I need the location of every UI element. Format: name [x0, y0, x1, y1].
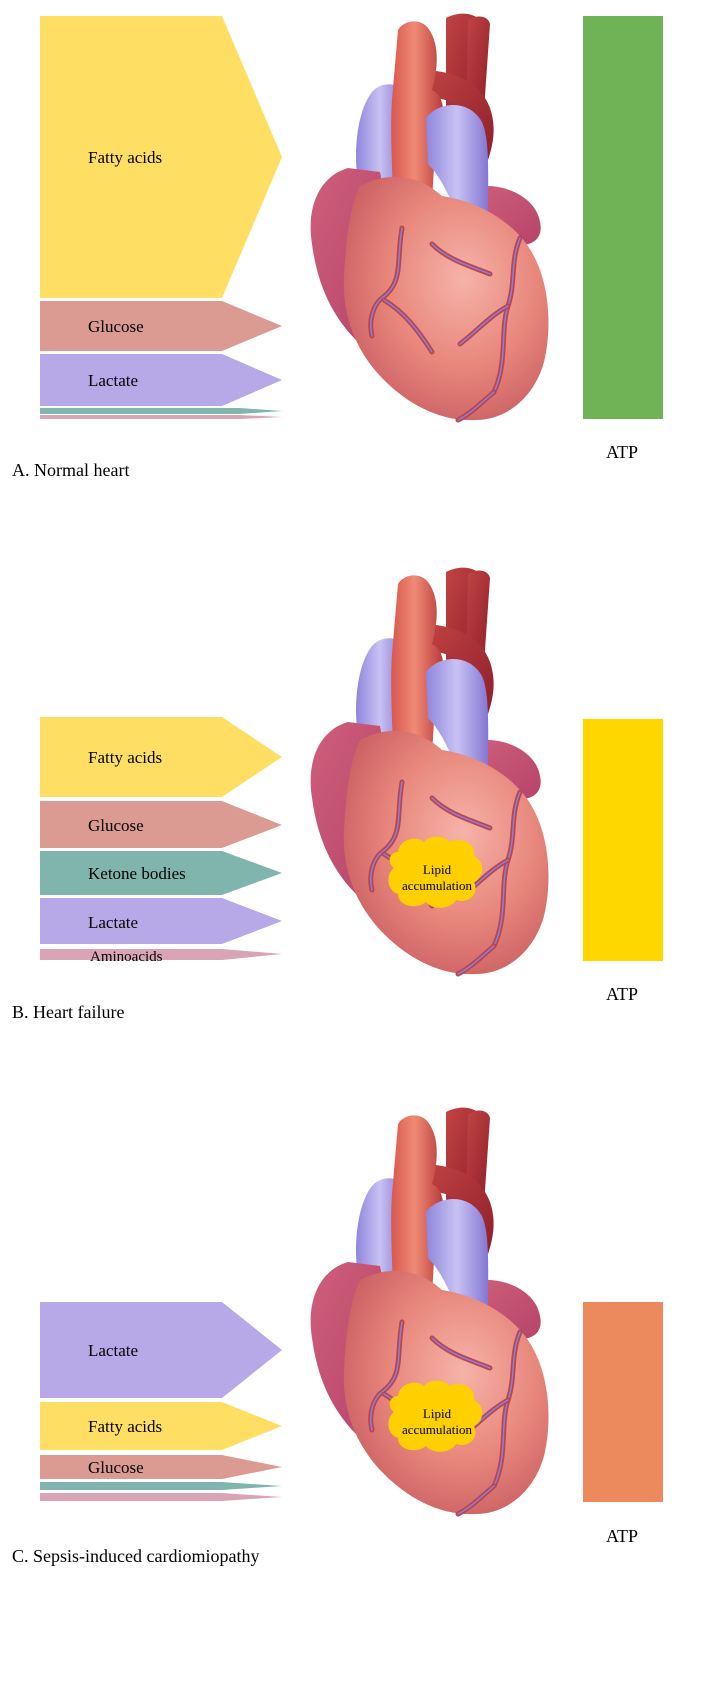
substrate-arrow [40, 1493, 282, 1501]
arrow-shape [40, 1493, 282, 1501]
substrate-label: Glucose [88, 1458, 144, 1477]
arrow-shape [40, 301, 282, 351]
substrate-arrow: Fatty acids [40, 1402, 282, 1450]
atp-bar [583, 1302, 663, 1502]
panel-caption: A. Normal heart [12, 460, 129, 480]
substrate-label: Glucose [88, 816, 144, 835]
heart-illustration [311, 1108, 549, 1515]
arrow-shape [40, 1302, 282, 1398]
substrate-label: Lactate [88, 371, 138, 390]
substrate-arrows: Lactate Fatty acids Glucose [40, 1302, 282, 1501]
substrate-label: Fatty acids [88, 148, 162, 167]
atp-bar [583, 16, 663, 419]
substrate-arrow: Lactate [40, 1302, 282, 1398]
substrate-arrow: Lactate [40, 898, 282, 944]
atp-label: ATP [606, 1526, 638, 1546]
substrate-arrow: Fatty acids [40, 16, 282, 298]
heart-illustration [311, 14, 549, 421]
substrate-arrow [40, 1482, 282, 1490]
substrate-arrow: Glucose [40, 1455, 282, 1479]
substrate-label: Lactate [88, 913, 138, 932]
arrow-shape [40, 1455, 282, 1479]
atp-label: ATP [606, 984, 638, 1004]
arrow-shape [40, 898, 282, 944]
substrate-label: Fatty acids [88, 748, 162, 767]
substrate-label: Fatty acids [88, 1417, 162, 1436]
arrow-shape [40, 408, 282, 414]
substrate-arrow: Glucose [40, 801, 282, 848]
panel-b: Fatty acids Glucose Ketone bodies Lactat… [12, 568, 663, 1022]
panel-caption: B. Heart failure [12, 1002, 124, 1022]
substrate-label: Ketone bodies [88, 864, 186, 883]
substrate-arrow [40, 415, 282, 419]
panel-caption: C. Sepsis-induced cardiomiopathy [12, 1546, 259, 1566]
substrate-label: Lactate [88, 1341, 138, 1360]
substrate-arrow: Glucose [40, 301, 282, 351]
substrate-arrow: Ketone bodies [40, 851, 282, 895]
substrate-arrows: Fatty acids Glucose Ketone bodies Lactat… [40, 717, 282, 965]
substrate-label: Aminoacids [90, 949, 163, 965]
arrow-shape [40, 801, 282, 848]
substrate-arrows: Fatty acids Glucose Lactate [40, 16, 282, 419]
arrow-shape [40, 354, 282, 406]
substrate-label: Glucose [88, 317, 144, 336]
arrow-shape [40, 1482, 282, 1490]
substrate-arrow: Aminoacids [40, 949, 282, 965]
substrate-arrow: Lactate [40, 354, 282, 406]
substrate-arrow [40, 408, 282, 414]
substrate-arrow: Fatty acids [40, 717, 282, 797]
atp-bar [583, 719, 663, 961]
panel-a: Fatty acids Glucose Lactate ATP A. Norma… [12, 14, 663, 480]
heart-illustration [311, 568, 549, 975]
arrow-shape [40, 415, 282, 419]
atp-label: ATP [606, 442, 638, 462]
